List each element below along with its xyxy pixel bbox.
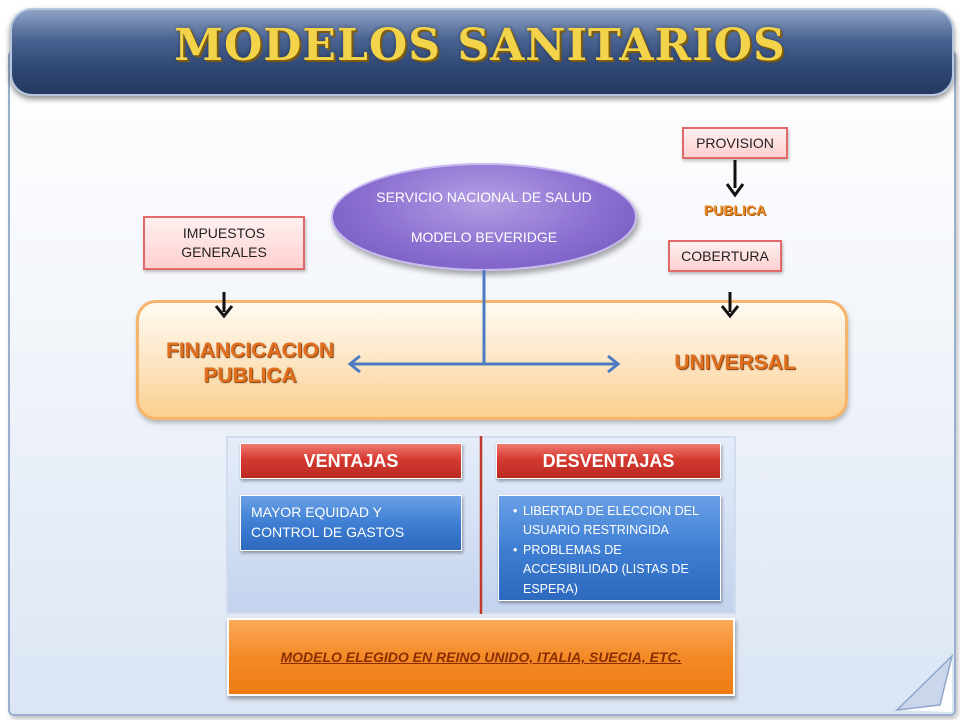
arrow-impuestos-financiacion — [214, 292, 234, 319]
publica-label: PUBLICA — [703, 202, 767, 218]
arrow-provision-publica — [725, 160, 745, 198]
servicio-nacional-oval: SERVICIO NACIONAL DE SALUD MODELO BEVERI… — [331, 163, 637, 271]
list-item: PROBLEMAS DE ACCESIBILIDAD (LISTAS DE ES… — [513, 541, 712, 599]
cobertura-box: COBERTURA — [668, 240, 782, 272]
slide-title: MODELOS SANITARIOS — [174, 20, 786, 71]
arrow-cobertura-universal — [720, 292, 740, 319]
desventajas-body: LIBERTAD DE ELECCION DEL USUARIO RESTRIN… — [498, 495, 721, 601]
ventajas-header: VENTAJAS — [240, 443, 462, 479]
universal-label: UNIVERSAL — [674, 351, 796, 374]
oval-connector — [347, 270, 621, 374]
desventajas-list: LIBERTAD DE ELECCION DEL USUARIO RESTRIN… — [507, 502, 712, 599]
ventajas-text: MAYOR EQUIDAD Y CONTROL DE GASTOS — [251, 504, 405, 541]
footer-box: MODELO ELEGIDO EN REINO UNIDO, ITALIA, S… — [227, 618, 735, 696]
desventajas-header: DESVENTAJAS — [496, 443, 721, 479]
title-bar — [10, 8, 954, 96]
footer-text: MODELO ELEGIDO EN REINO UNIDO, ITALIA, S… — [280, 649, 682, 665]
oval-line-1: SERVICIO NACIONAL DE SALUD — [376, 188, 592, 205]
financiacion-publica-label: FINANCICACION PUBLICA — [166, 339, 334, 388]
financing-band — [136, 300, 848, 420]
provision-box: PROVISION — [682, 127, 788, 159]
oval-line-2: MODELO BEVERIDGE — [410, 229, 558, 246]
list-item: LIBERTAD DE ELECCION DEL USUARIO RESTRIN… — [513, 502, 712, 541]
impuestos-generales-box: IMPUESTOS GENERALES — [143, 216, 305, 270]
ventajas-body: MAYOR EQUIDAD Y CONTROL DE GASTOS — [240, 495, 462, 551]
